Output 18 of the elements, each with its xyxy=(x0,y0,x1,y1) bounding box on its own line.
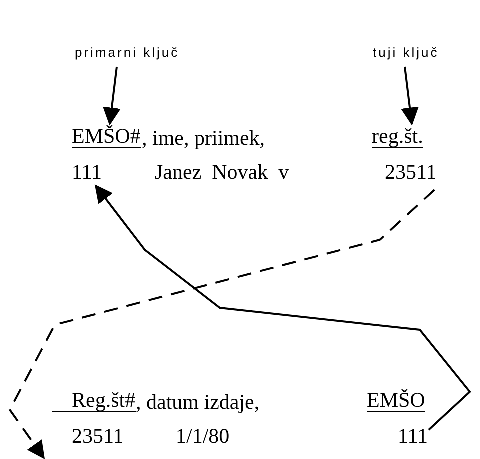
column-names: , ime, priimek, xyxy=(142,126,266,150)
leader-arrow xyxy=(401,66,419,126)
column-name: EMŠO xyxy=(367,390,426,412)
column-name: Reg.št# xyxy=(52,390,136,412)
cell-value: 23511 xyxy=(72,424,124,448)
cell-value: 111 xyxy=(398,424,428,448)
key-caption: tuji ključ xyxy=(373,45,440,61)
arrow xyxy=(94,184,472,431)
key-caption: primarni ključ xyxy=(75,45,180,61)
cell-value: Janez Novak v xyxy=(155,160,290,184)
arrow xyxy=(8,189,436,459)
column-name: EMŠO# xyxy=(72,126,141,148)
cell-value: 23511 xyxy=(385,160,437,184)
column-names: , datum izdaje, xyxy=(136,390,260,414)
cell-value: 1/1/80 xyxy=(176,424,230,448)
leader-arrow xyxy=(103,66,121,126)
column-name: reg.št. xyxy=(372,126,424,148)
cell-value: 111 xyxy=(72,160,102,184)
